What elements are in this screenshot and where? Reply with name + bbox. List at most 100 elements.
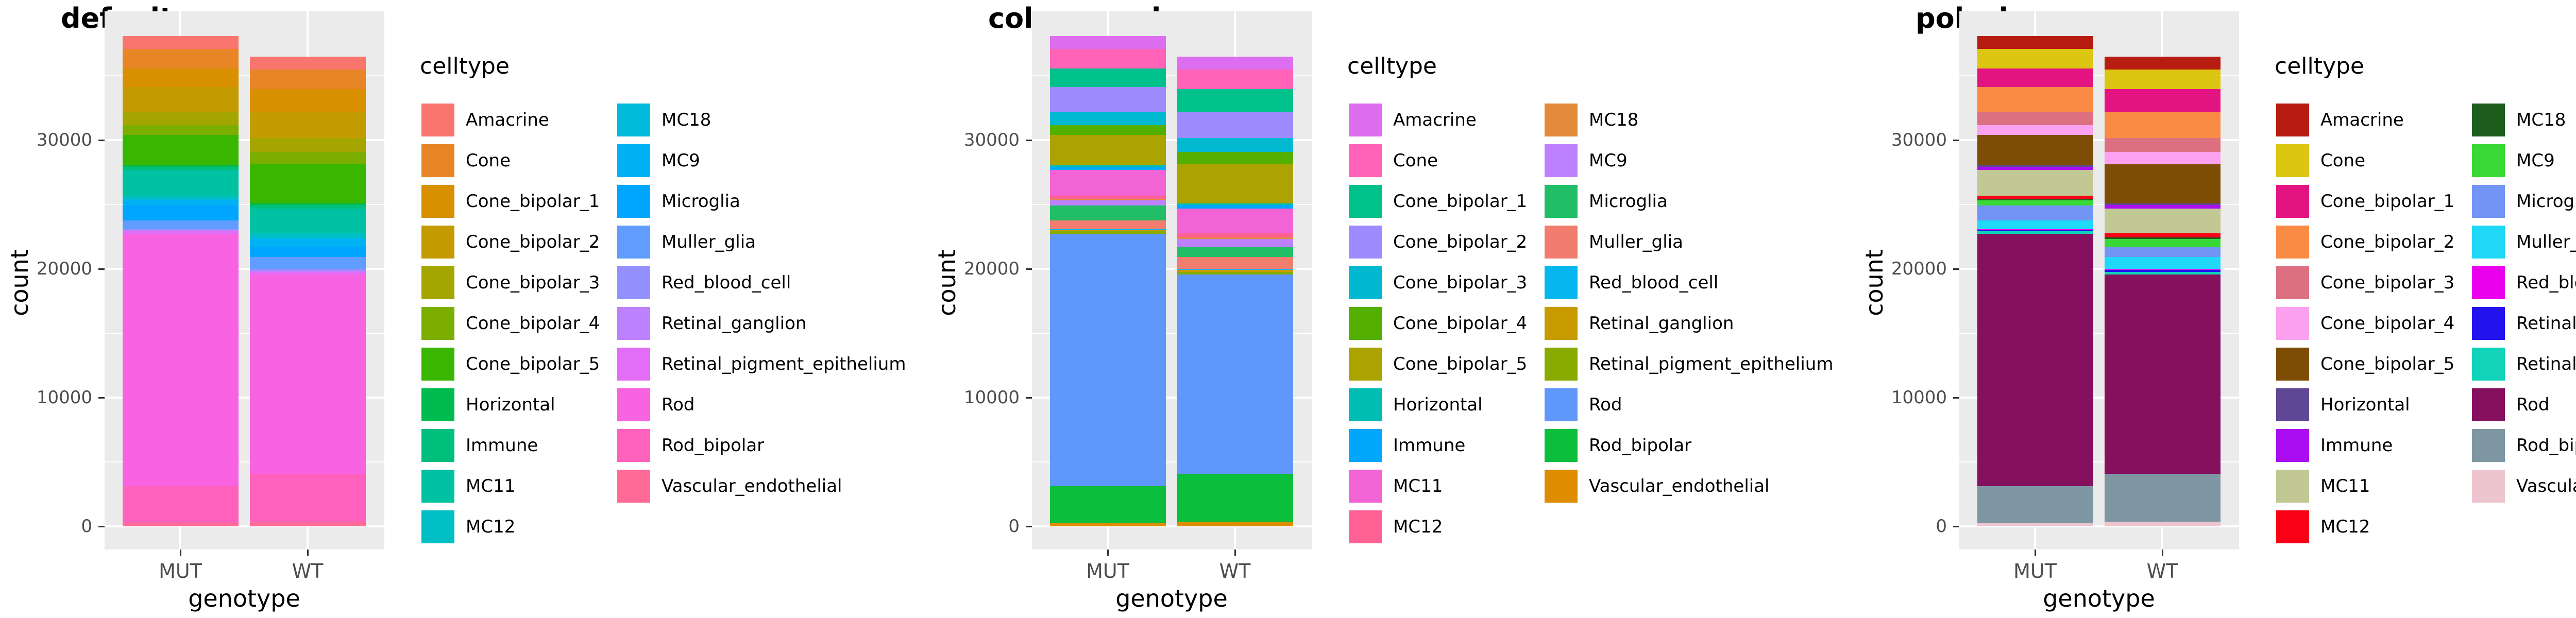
bar-MUT-segment-Amacrine — [1977, 36, 2093, 49]
x-axis-title: genotype — [188, 585, 300, 612]
gridline-minor-horizontal — [1032, 204, 1312, 205]
gridline-major-horizontal — [1032, 525, 1312, 527]
gridline-minor-horizontal — [105, 333, 384, 334]
bar-MUT-segment-MC9 — [1050, 200, 1166, 205]
y-tick-label: 10000 — [1891, 387, 1947, 408]
legend-label-Red_blood_cell: Red_blood_cell — [2516, 272, 2576, 293]
y-tick-mark — [1026, 397, 1032, 399]
bar-MUT-segment-Immune — [1050, 167, 1166, 170]
bar-MUT-segment-Cone — [1977, 49, 2093, 68]
bar-WT-segment-MC9 — [2105, 238, 2221, 247]
legend-label-Cone_bipolar_1: Cone_bipolar_1 — [1393, 191, 1528, 212]
bar-MUT-segment-Retinal_ganglion — [1050, 230, 1166, 231]
legend-label-Retinal_pigment_epithelium: Retinal_pigment_epithelium — [662, 354, 906, 374]
legend-label-Muller_glia: Muller_glia — [2516, 232, 2576, 252]
legend-label-Retinal_ganglion: Retinal_ganglion — [2516, 313, 2576, 334]
x-tick-label-MUT: MUT — [2013, 560, 2057, 582]
chart-color-repel: color_repel count genotype celltype Amac… — [927, 0, 1855, 618]
gridline-major-horizontal — [1959, 139, 2239, 141]
y-axis-title: count — [1860, 249, 1888, 316]
gridline-major-horizontal — [105, 268, 384, 270]
legend-label-Amacrine: Amacrine — [1393, 110, 1477, 130]
y-tick-mark — [1026, 526, 1032, 527]
x-tick-mark — [2162, 550, 2163, 556]
legend-label-Cone_bipolar_1: Cone_bipolar_1 — [466, 191, 600, 212]
legend-key-Cone_bipolar_1 — [2276, 185, 2309, 218]
bar-MUT-segment-Cone — [123, 49, 239, 68]
legend-key-Cone_bipolar_2 — [2276, 226, 2309, 259]
legend-label-Cone: Cone — [2320, 150, 2366, 171]
legend-key-Horizontal — [421, 388, 454, 421]
x-tick-mark — [307, 550, 309, 556]
bar-MUT-segment-Cone_bipolar_2 — [1977, 87, 2093, 112]
gridline-minor-horizontal — [1959, 204, 2239, 205]
bar-WT-segment-MC12 — [2105, 233, 2221, 237]
bar-MUT-segment-Cone_bipolar_1 — [1977, 68, 2093, 87]
legend-key-MC11 — [1349, 470, 1382, 503]
legend-label-Cone_bipolar_4: Cone_bipolar_4 — [466, 313, 600, 334]
bar-WT-segment-Rod_bipolar — [2105, 473, 2221, 522]
legend-key-Amacrine — [1349, 104, 1382, 136]
y-tick-label: 0 — [81, 516, 92, 537]
legend-label-Microglia: Microglia — [662, 191, 740, 212]
gridline-major-horizontal — [1959, 525, 2239, 527]
legend-key-Cone_bipolar_4 — [1349, 307, 1382, 340]
bar-MUT-segment-Cone — [1050, 49, 1166, 68]
bar-MUT-segment-Retinal_pigment_epithelium — [1977, 231, 2093, 234]
gridline-major-horizontal — [105, 397, 384, 399]
legend-label-Red_blood_cell: Red_blood_cell — [1589, 272, 1719, 293]
bar-WT-segment-Immune — [250, 204, 366, 209]
y-tick-mark — [98, 140, 105, 141]
legend-label-MC12: MC12 — [1393, 517, 1443, 537]
legend-key-Retinal_pigment_epithelium — [2472, 348, 2505, 381]
legend-label-Cone_bipolar_5: Cone_bipolar_5 — [1393, 354, 1528, 374]
gridline-major-horizontal — [1959, 268, 2239, 270]
legend-label-MC11: MC11 — [466, 476, 516, 496]
bar-MUT-segment-Rod — [1050, 233, 1166, 486]
legend-label-Rod: Rod — [2516, 394, 2550, 415]
legend-label-Amacrine: Amacrine — [2320, 110, 2404, 130]
bar-MUT-segment-Vascular_endothelial — [123, 523, 239, 526]
legend-label-Rod_bipolar: Rod_bipolar — [1589, 435, 1692, 456]
legend-label-Rod: Rod — [662, 394, 695, 415]
legend-label-MC12: MC12 — [2320, 517, 2370, 537]
bar-WT-segment-Rod_bipolar — [250, 473, 366, 522]
legend-label-Microglia: Microglia — [2516, 191, 2576, 212]
bar-WT-segment-Cone_bipolar_4 — [2105, 152, 2221, 164]
legend-key-Microglia — [617, 185, 650, 218]
bar-MUT-segment-MC18 — [123, 199, 239, 200]
bar-WT-segment-Cone_bipolar_2 — [2105, 112, 2221, 138]
bar-MUT-segment-MC9 — [123, 200, 239, 205]
legend-key-Horizontal — [2276, 388, 2309, 421]
gridline-minor-horizontal — [1959, 461, 2239, 462]
x-tick-mark — [2035, 550, 2036, 556]
bar-WT-segment-Vascular_endothelial — [1177, 522, 1293, 526]
bar-WT-segment-Muller_glia — [1177, 257, 1293, 269]
bar-WT-segment-Retinal_ganglion — [250, 270, 366, 272]
bar-WT-segment-Amacrine — [250, 57, 366, 70]
bar-MUT-segment-MC12 — [1050, 196, 1166, 199]
y-axis-title: count — [6, 249, 33, 316]
legend-label-Cone_bipolar_3: Cone_bipolar_3 — [1393, 272, 1528, 293]
bar-MUT-segment-Cone_bipolar_3 — [123, 112, 239, 125]
legend-key-Retinal_ganglion — [2472, 307, 2505, 340]
y-tick-label: 30000 — [963, 130, 1020, 150]
bar-WT-segment-Red_blood_cell — [2105, 269, 2221, 270]
legend-key-Muller_glia — [617, 226, 650, 259]
legend-key-MC18 — [1545, 104, 1578, 136]
bar-MUT-segment-Cone_bipolar_3 — [1977, 112, 2093, 125]
gridline-major-horizontal — [1032, 268, 1312, 270]
legend-key-Vascular_endothelial — [617, 470, 650, 503]
legend-key-Retinal_pigment_epithelium — [617, 348, 650, 381]
legend-key-Muller_glia — [1545, 226, 1578, 259]
bar-MUT-segment-Microglia — [1050, 205, 1166, 220]
y-tick-mark — [98, 268, 105, 270]
bar-MUT-segment-Microglia — [1977, 205, 2093, 220]
bar-WT-segment-Cone_bipolar_5 — [1177, 164, 1293, 203]
bar-MUT-segment-MC12 — [123, 196, 239, 199]
bar-MUT-segment-Cone_bipolar_3 — [1050, 112, 1166, 125]
gridline-minor-horizontal — [105, 75, 384, 76]
bar-MUT-segment-Cone_bipolar_2 — [123, 87, 239, 112]
legend-key-MC18 — [2472, 104, 2505, 136]
legend-key-Immune — [1349, 429, 1382, 462]
